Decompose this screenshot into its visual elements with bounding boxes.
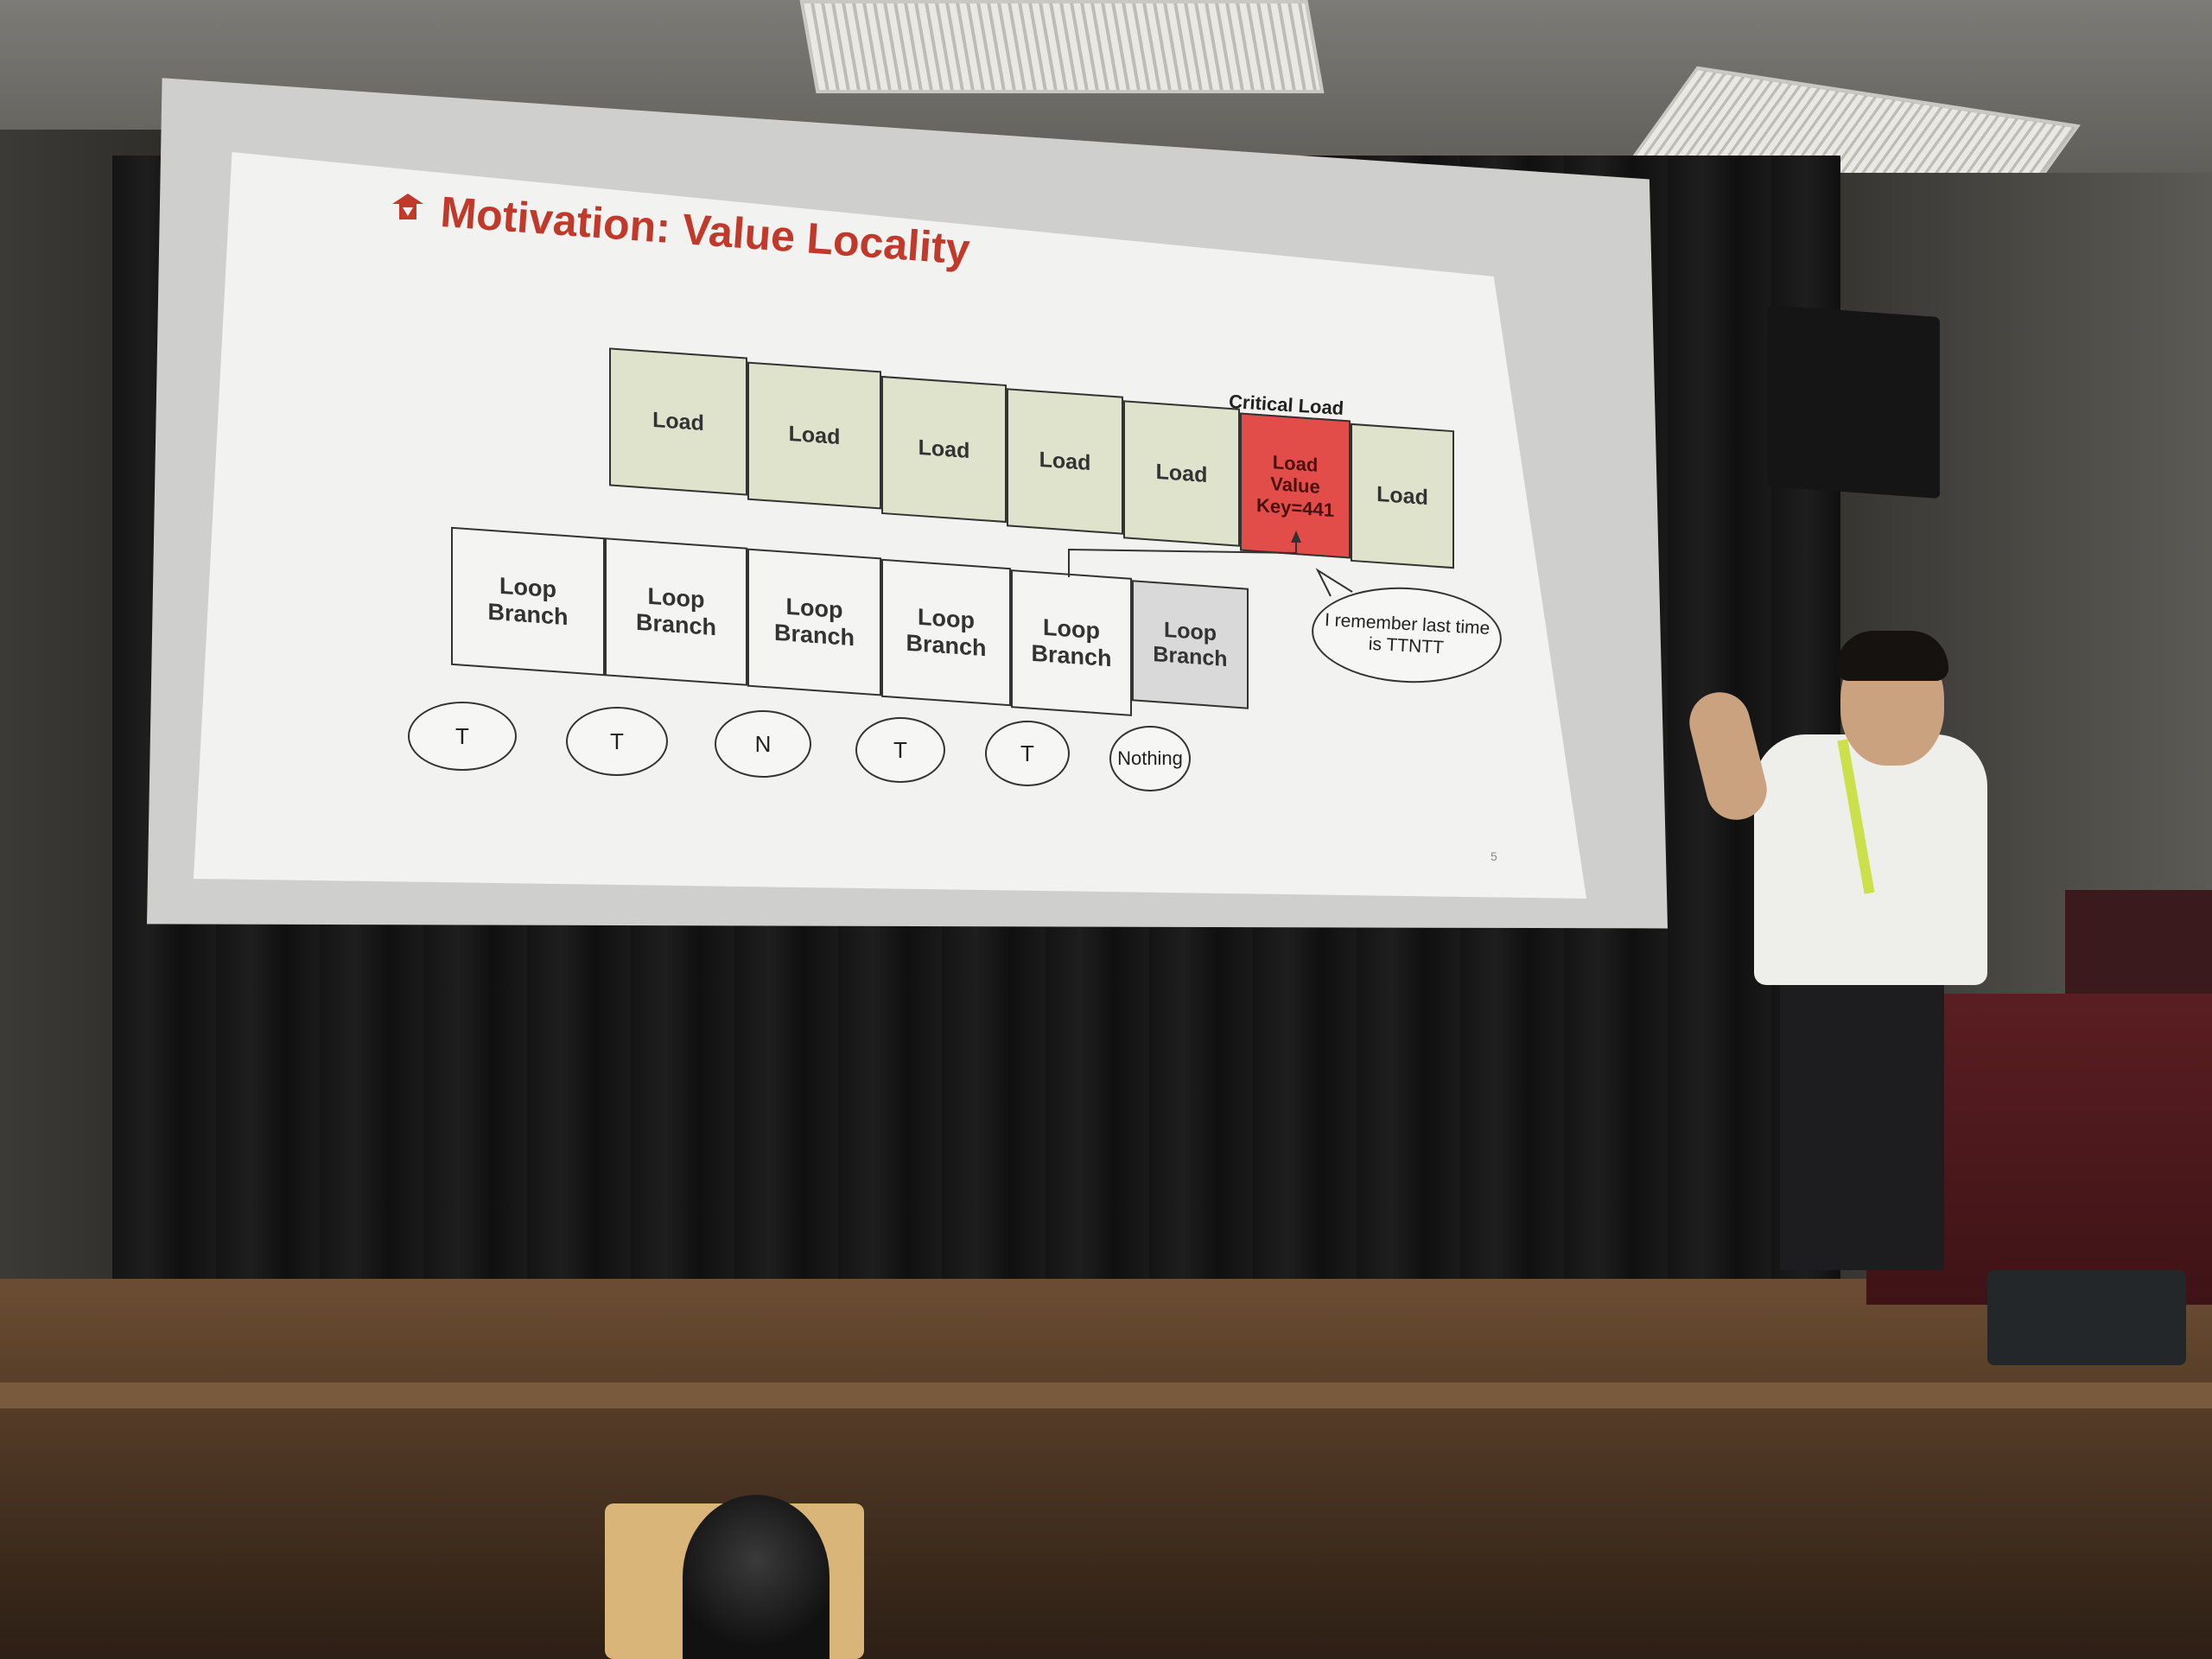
outcome-speech-bubble: T (985, 721, 1070, 786)
presenter-legs (1780, 976, 1944, 1270)
microphone (683, 1495, 830, 1659)
logo-icon (392, 194, 423, 219)
stage-edge (0, 1382, 2212, 1408)
page-number: 5 (1491, 849, 1497, 863)
floor-monitor-speaker (1987, 1270, 2186, 1365)
outcome-speech-bubble: Nothing (1109, 726, 1191, 791)
outcome-speech-bubble: T (855, 717, 945, 783)
presenter-body (1754, 734, 1987, 985)
podium-monitor (2065, 890, 2212, 1002)
presenter-hair (1836, 631, 1948, 681)
stage-floor (0, 1279, 2212, 1659)
outcome-speech-bubble: N (715, 710, 811, 778)
outcome-speech-bubble: T (566, 707, 668, 776)
memory-bubble-text: I remember last time is TTNTT (1324, 609, 1491, 658)
outcome-speech-bubble: T (408, 702, 517, 771)
